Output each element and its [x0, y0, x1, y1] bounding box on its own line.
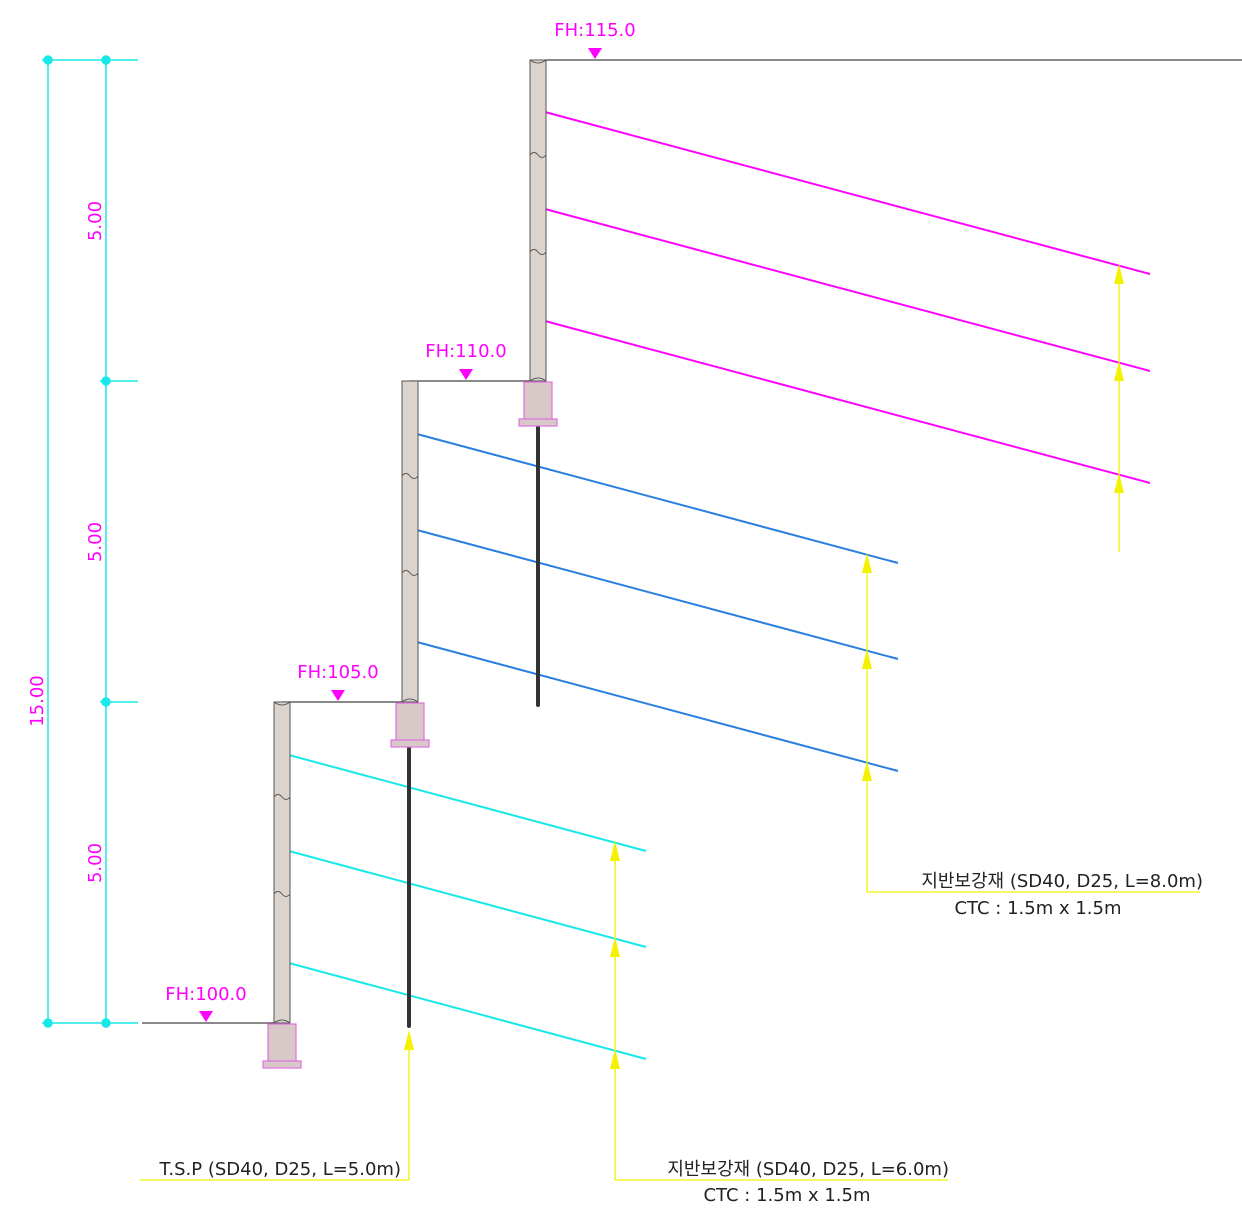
nail-middle-3 — [401, 637, 899, 772]
dimension-total: 15.00 — [27, 675, 48, 727]
level-marker-100 — [199, 1011, 213, 1022]
nail-middle-2 — [401, 525, 899, 660]
fh-label-100: FH:100.0 — [165, 984, 246, 1005]
footing-upper — [518, 381, 558, 427]
nail-middle-1 — [401, 429, 899, 564]
leader-upper-reinforcement — [1114, 264, 1124, 552]
nail-lower-2 — [273, 846, 647, 948]
nail-lower-3 — [273, 958, 647, 1060]
note-tsp: T.S.P (SD40, D25, L=5.0m) — [159, 1159, 401, 1180]
fh-label-105: FH:105.0 — [297, 662, 378, 683]
wall-middle — [401, 380, 419, 703]
note-reinforcement-6m: 지반보강재 (SD40, D25, L=6.0m) — [667, 1159, 949, 1180]
level-marker-115 — [588, 48, 602, 59]
fh-label-110: FH:110.0 — [425, 341, 506, 362]
note-reinforcement-8m: 지반보강재 (SD40, D25, L=8.0m) — [921, 871, 1203, 892]
level-marker-105 — [331, 690, 345, 701]
nail-upper-3 — [529, 316, 1151, 484]
dimension-upper: 5.00 — [85, 201, 106, 241]
wall-lower — [273, 701, 291, 1024]
footing-lower — [262, 1023, 302, 1069]
wall-upper — [529, 59, 547, 382]
fh-markers — [199, 48, 602, 1022]
note-reinforcement-6m-ctc: CTC : 1.5m x 1.5m — [703, 1185, 870, 1206]
reinforcement-middle — [401, 429, 899, 772]
dimension-lines — [42, 55, 138, 1028]
level-marker-110 — [459, 369, 473, 380]
reinforcement-lower — [273, 750, 647, 1060]
nail-lower-1 — [273, 750, 647, 852]
leader-middle-reinforcement — [862, 553, 1200, 893]
leader-tsp — [140, 1030, 414, 1181]
footing-middle — [390, 702, 430, 748]
piles — [407, 381, 540, 1028]
note-reinforcement-8m-ctc: CTC : 1.5m x 1.5m — [954, 898, 1121, 919]
nail-upper-1 — [529, 107, 1151, 275]
ground-lines — [142, 59, 1242, 1024]
reinforcement-upper — [529, 107, 1151, 484]
dimension-lower: 5.00 — [85, 843, 106, 883]
dimension-middle: 5.00 — [85, 522, 106, 562]
leader-lower-reinforcement — [610, 841, 948, 1181]
nail-upper-2 — [529, 204, 1151, 372]
fh-label-115: FH:115.0 — [554, 20, 635, 41]
